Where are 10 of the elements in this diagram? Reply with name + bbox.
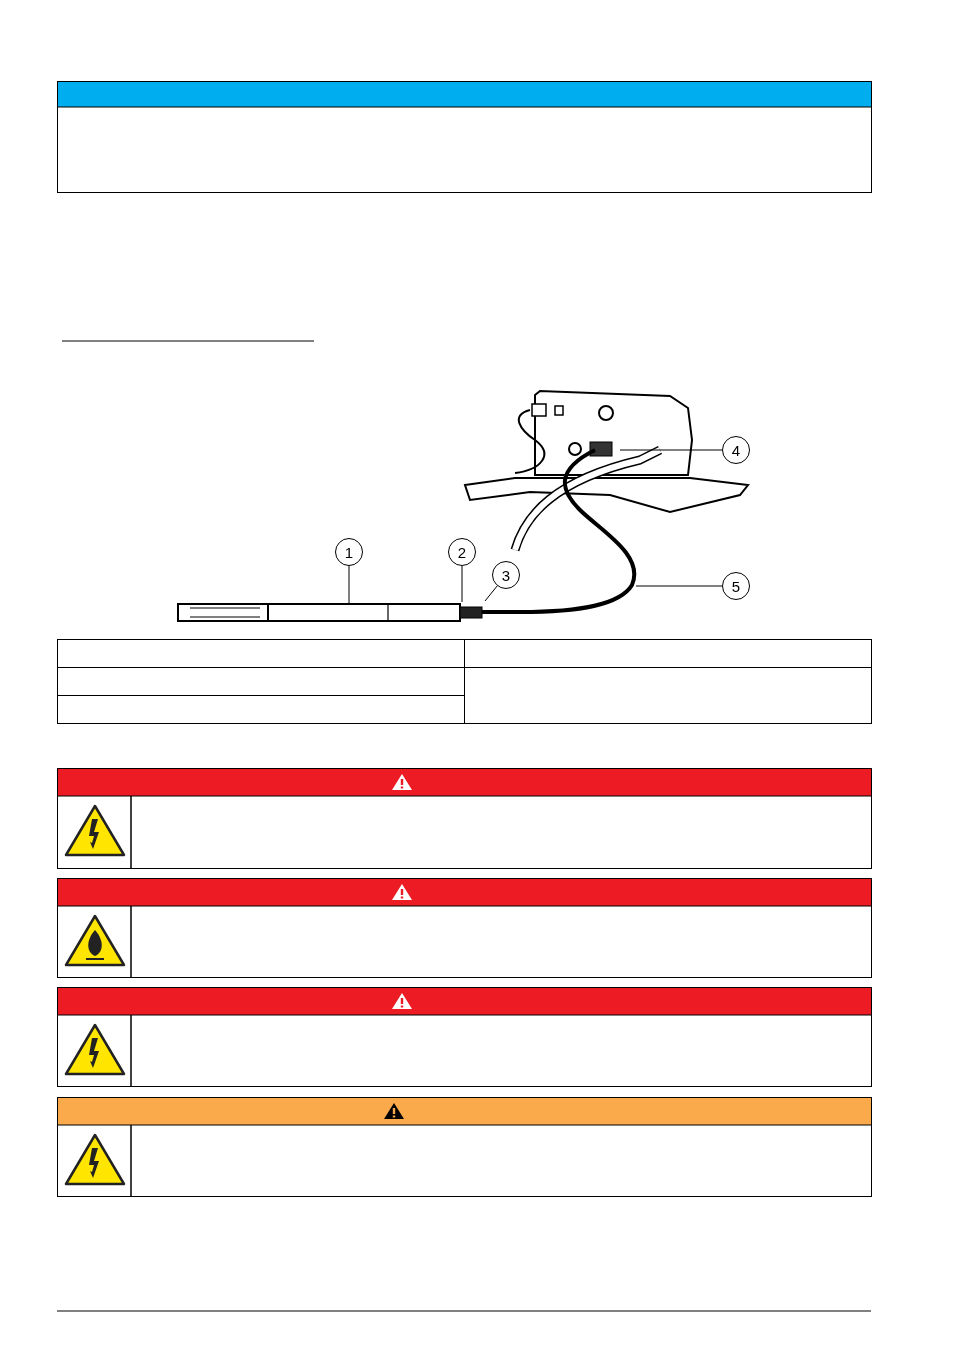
leader-line — [461, 565, 463, 603]
callout-number: 4 — [722, 436, 750, 464]
leader-line — [484, 585, 498, 602]
leader-line — [635, 585, 723, 587]
leader-line — [348, 565, 350, 604]
callout-number: 3 — [492, 561, 520, 589]
leader-line — [619, 449, 723, 451]
callout-number: 2 — [448, 538, 476, 566]
callout-number: 1 — [335, 538, 363, 566]
callout-number: 5 — [722, 572, 750, 600]
